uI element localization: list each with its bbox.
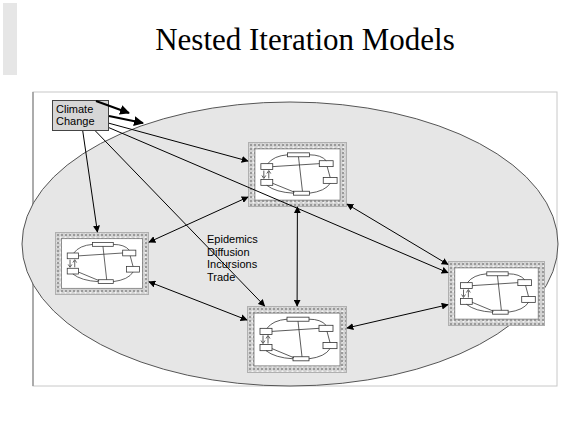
- submodel-box: [55, 232, 149, 295]
- submodel-diagram: [255, 149, 340, 200]
- influence-arrow: [83, 131, 98, 232]
- diagram-title: Nested Iteration Models: [100, 24, 510, 56]
- exchange-arrow: [347, 204, 448, 264]
- influence-arrow: [109, 116, 143, 123]
- driver-box: Climate Change: [52, 100, 109, 131]
- submodel-diagram: [254, 313, 340, 366]
- influence-arrow: [109, 123, 248, 161]
- influence-arrow: [95, 131, 264, 306]
- corner-bar: [3, 3, 17, 75]
- exchange-arrow: [149, 197, 248, 242]
- submodel-box: [448, 261, 545, 326]
- node-label: Climate Change: [56, 103, 105, 127]
- submodel-diagram: [62, 239, 143, 289]
- climate-influence-arrows: [96, 101, 143, 123]
- submodel-box: [248, 142, 347, 207]
- influence-arrow: [109, 128, 448, 273]
- system-ellipse: [22, 102, 558, 386]
- submodel-box: [247, 306, 347, 373]
- submodel-diagram: [455, 268, 538, 319]
- flow-label: Epidemics Diffusion Incursions Trade: [207, 233, 267, 283]
- exchange-arrow: [347, 305, 448, 328]
- exchange-arrow: [297, 207, 298, 306]
- connector-layer: [83, 123, 448, 328]
- submodel-illustrations: [62, 149, 539, 366]
- exchange-arrow: [149, 282, 247, 320]
- influence-arrow: [96, 101, 129, 113]
